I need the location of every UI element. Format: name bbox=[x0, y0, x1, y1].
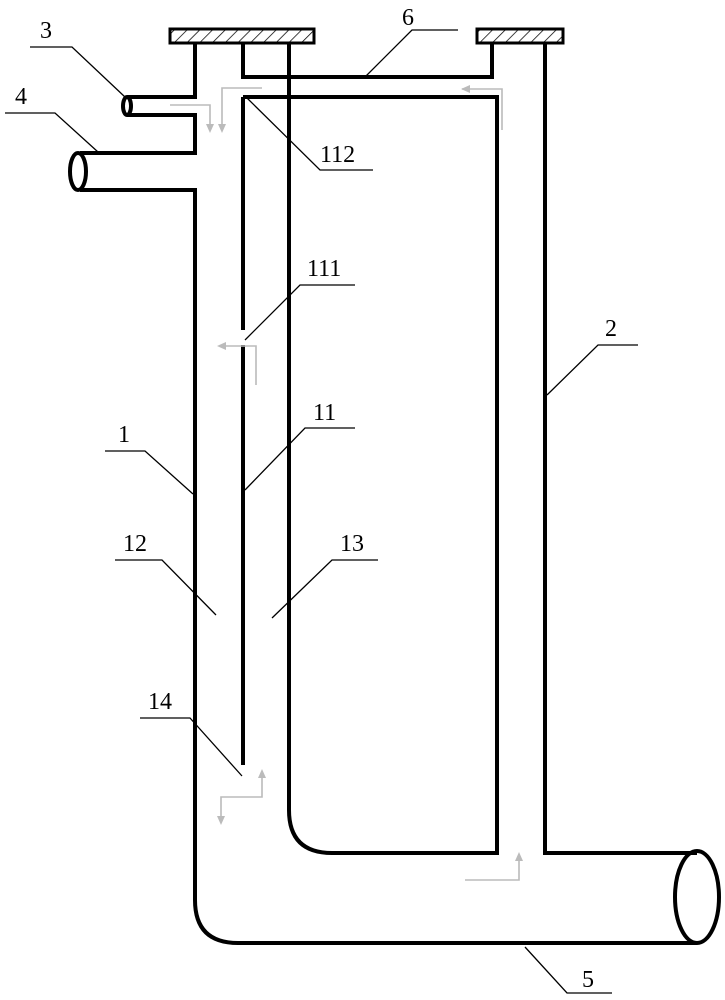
label-2: 2 bbox=[605, 316, 617, 342]
right-flange bbox=[475, 27, 565, 45]
label-4: 4 bbox=[15, 84, 27, 110]
leader-lines bbox=[5, 29, 638, 994]
pipe-5-opening bbox=[673, 849, 721, 945]
label-13: 13 bbox=[340, 531, 364, 557]
tube-2-wall bbox=[543, 43, 697, 855]
flow-arrows bbox=[170, 85, 523, 881]
label-11: 11 bbox=[313, 400, 336, 426]
label-3: 3 bbox=[40, 18, 52, 44]
tube-1-outer-wall bbox=[80, 43, 697, 945]
label-14: 14 bbox=[148, 689, 172, 715]
label-111: 111 bbox=[307, 256, 341, 282]
label-112: 112 bbox=[320, 142, 355, 168]
label-1: 1 bbox=[118, 422, 130, 448]
pipe-4-opening bbox=[68, 151, 88, 192]
pipe-3-opening bbox=[121, 95, 133, 117]
label-5: 5 bbox=[582, 967, 594, 993]
inner-wall bbox=[243, 43, 499, 855]
connector-6 bbox=[241, 43, 494, 79]
left-flange bbox=[168, 27, 316, 45]
label-6: 6 bbox=[402, 5, 414, 31]
label-12: 12 bbox=[123, 531, 147, 557]
